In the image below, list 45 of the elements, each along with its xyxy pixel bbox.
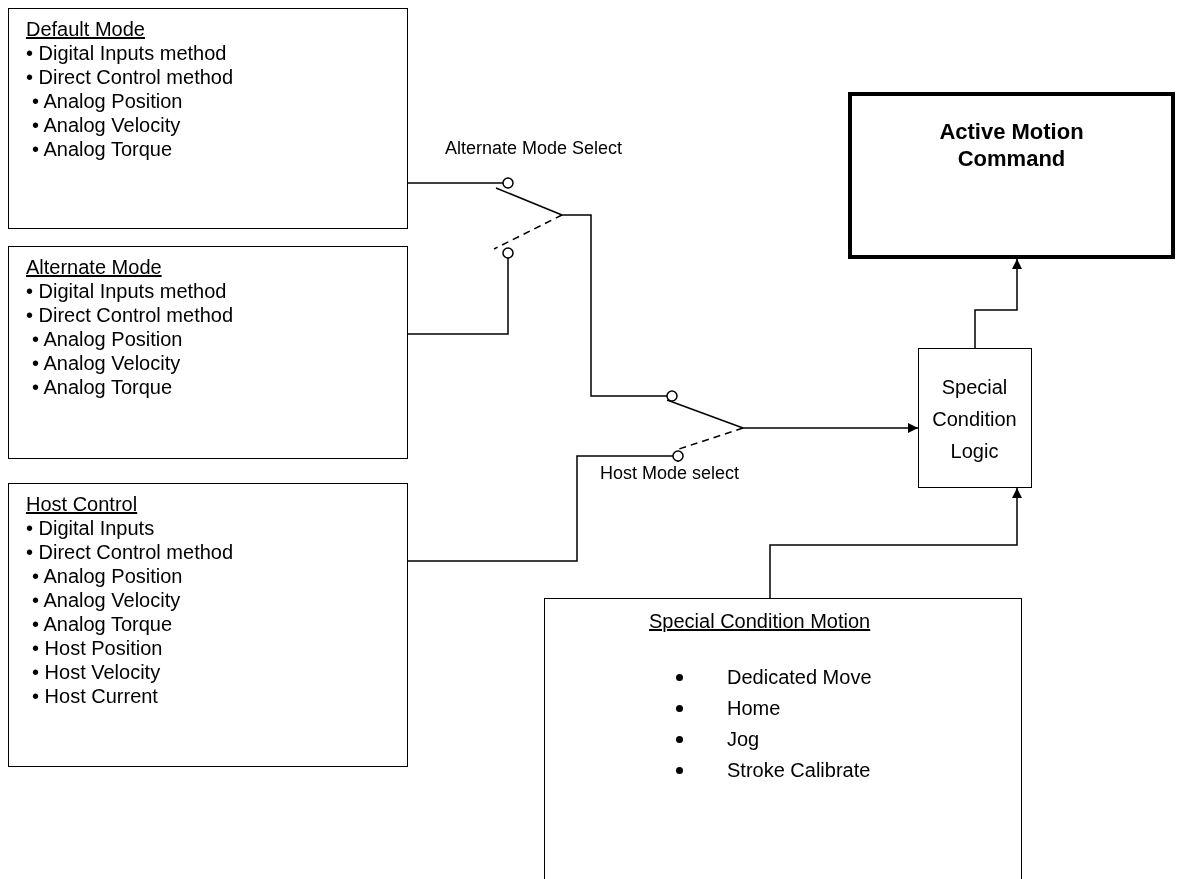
list-item: • Host Position xyxy=(32,636,163,660)
box-heading: Alternate Mode xyxy=(26,255,162,279)
list-item: • Analog Velocity xyxy=(32,351,181,375)
mode-box xyxy=(8,246,408,459)
list-item: • Analog Velocity xyxy=(32,113,181,137)
arrow xyxy=(974,258,1022,349)
list-item: • Analog Torque xyxy=(32,375,173,399)
switch-label: Host Mode select xyxy=(600,463,740,484)
mode-box xyxy=(8,8,408,229)
box-label: Special Condition Logic xyxy=(931,375,1018,464)
box-title: Active Motion Command xyxy=(938,118,1085,172)
list-item: Home xyxy=(727,696,781,720)
connector-line xyxy=(561,214,667,397)
arrow xyxy=(769,487,1022,599)
list-item: • Analog Torque xyxy=(32,137,173,161)
box-heading: Host Control xyxy=(26,492,138,516)
command-box xyxy=(848,92,1175,259)
list-item: • Digital Inputs method xyxy=(26,41,227,65)
motion-box xyxy=(544,598,1022,879)
list-item: • Analog Position xyxy=(32,327,183,351)
list-item: • Direct Control method xyxy=(26,540,234,564)
logic-box xyxy=(918,348,1032,488)
list-item: • Digital Inputs method xyxy=(26,279,227,303)
list-item: • Host Current xyxy=(32,684,158,708)
connector-line xyxy=(407,182,497,184)
list-item: Stroke Calibrate xyxy=(727,758,871,782)
switch-symbol xyxy=(666,390,743,462)
list-item: • Digital Inputs xyxy=(26,516,155,540)
list-item: Dedicated Move xyxy=(727,665,872,689)
list-item: • Direct Control method xyxy=(26,303,234,327)
box-heading: Special Condition Motion xyxy=(649,609,871,633)
box-heading: Default Mode xyxy=(26,17,145,41)
list-item: • Direct Control method xyxy=(26,65,234,89)
list-item: • Analog Position xyxy=(32,564,183,588)
list-item: • Analog Position xyxy=(32,89,183,113)
mode-box xyxy=(8,483,408,767)
list-item: • Analog Torque xyxy=(32,612,173,636)
switch-symbol xyxy=(496,176,562,260)
list-item: Jog xyxy=(727,727,760,751)
arrow xyxy=(742,423,919,433)
connector-line xyxy=(407,259,509,335)
list-item: • Analog Velocity xyxy=(32,588,181,612)
switch-label: Alternate Mode Select xyxy=(445,138,623,159)
connector-line xyxy=(407,455,667,562)
list-item: • Host Velocity xyxy=(32,660,161,684)
